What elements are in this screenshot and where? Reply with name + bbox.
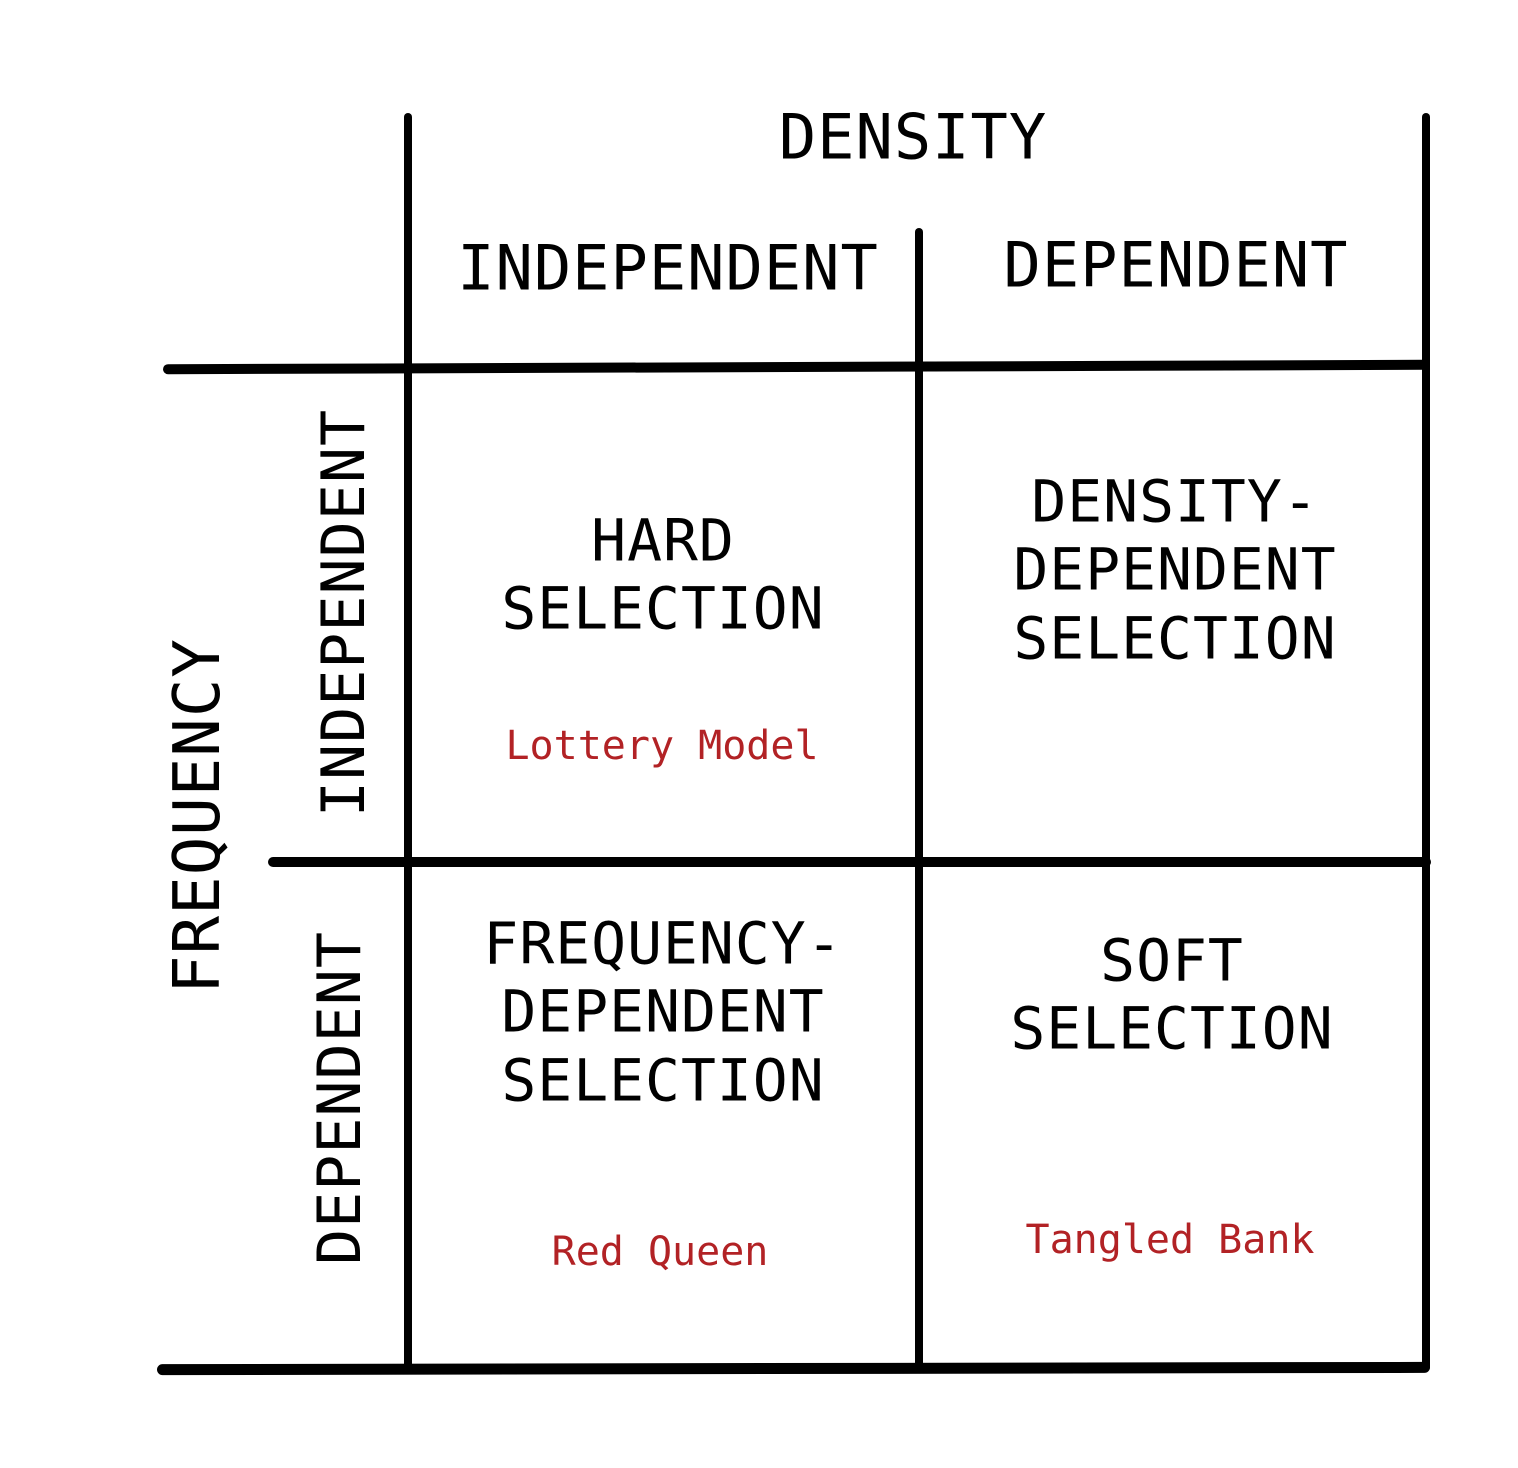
annotation-red-queen: Red Queen	[551, 1229, 769, 1275]
grid-line-horizontal-middle	[268, 857, 1431, 867]
frequency-axis-title: FREQUENCY	[161, 638, 235, 994]
grid-line-vertical-middle	[915, 228, 923, 1371]
annotation-tangled-bank: Tangled Bank	[1025, 1217, 1315, 1263]
cell-title-frequency-dependent-selection: FREQUENCY- DEPENDENT SELECTION	[483, 909, 843, 1115]
frequency-row-label-dependent: DEPENDENT	[305, 930, 375, 1266]
cell-title-soft-selection: SOFT SELECTION	[1010, 926, 1334, 1063]
density-column-label-dependent: DEPENDENT	[1003, 228, 1349, 302]
cell-title-hard-selection: HARD SELECTION	[501, 506, 825, 643]
grid-line-vertical-left	[404, 113, 412, 1371]
cell-title-density-dependent-selection: DENSITY- DEPENDENT SELECTION	[1013, 467, 1337, 673]
density-column-label-independent: INDEPENDENT	[457, 231, 879, 305]
annotation-lottery-model: Lottery Model	[505, 723, 819, 769]
density-axis-title: DENSITY	[778, 100, 1048, 174]
grid-line-horizontal-bottom	[156, 1361, 1431, 1376]
grid-line-horizontal-top	[162, 359, 1431, 375]
grid-line-vertical-right	[1422, 113, 1430, 1371]
frequency-row-label-independent: INDEPENDENT	[309, 408, 379, 818]
